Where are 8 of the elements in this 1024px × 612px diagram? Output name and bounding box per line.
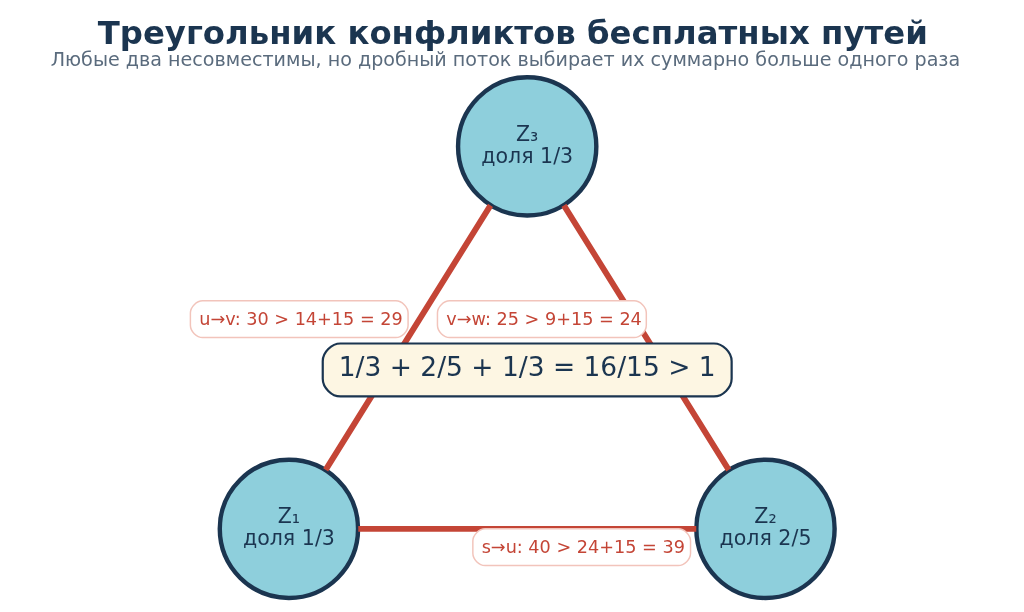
edge-label: s→u: 40 > 24+15 = 39	[481, 536, 685, 557]
node-circle: Z₂ доля 2/5	[693, 457, 837, 601]
label: 1/3 + 2/5 + 1/3 = 16/15 > 1	[338, 351, 716, 383]
connector	[357, 525, 696, 532]
edge-label: u→v: 30 > 14+15 = 29	[198, 308, 403, 329]
edge-label: v→w: 25 > 9+15 = 24	[445, 308, 642, 329]
node-circle: Z₃ доля 1/3	[455, 75, 599, 218]
node-circle: Z₁ доля 1/3	[217, 457, 360, 601]
